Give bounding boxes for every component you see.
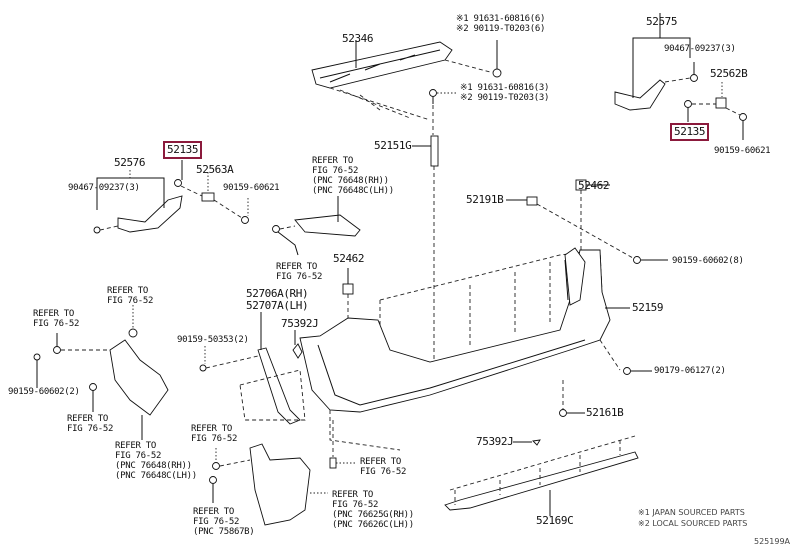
bumper-side-bracket [564,247,586,306]
refer-left-a[interactable]: REFER TO FIG 76-52 [107,286,154,306]
bumper-cover-52159 [299,249,630,451]
bracket-52575 [614,13,698,111]
part-52462-top[interactable]: 52462 [578,179,610,192]
fastener-90159-60602-2[interactable]: 90159-60602(2) [8,387,80,397]
part-75392J-bottom[interactable]: 75392J [476,435,514,448]
refer-flap-upper[interactable]: REFER TO FIG 76-52 [191,424,238,444]
part-52159[interactable]: 52159 [632,301,664,314]
fastener-90179-06127-2[interactable]: 90179-06127(2) [654,366,726,376]
part-52169C[interactable]: 52169C [536,514,574,527]
undercover-52346 [311,40,491,121]
legend-note-japan: ※1 JAPAN SOURCED PARTS [638,508,745,517]
part-75392J-mid[interactable]: 75392J [281,317,319,330]
fastener-90159-60621-left[interactable]: 90159-60621 [223,183,280,193]
clip-52562B [684,82,747,140]
part-52135-right-highlighted[interactable]: 52135 [670,123,710,141]
part-52706A-52707A[interactable]: 52706A(RH) 52707A(LH) [246,287,309,312]
bracket-center [272,196,361,256]
part-52135-left-highlighted[interactable]: 52135 [163,141,203,159]
refer-bolt-bottom[interactable]: REFER TO FIG 76-52 [360,457,407,477]
bracket-52576 [93,160,249,234]
fastener-90159-60602-8[interactable]: 90159-60602(8) [672,256,744,266]
refer-left-c[interactable]: REFER TO FIG 76-52 [67,414,114,434]
mud-flap [209,369,357,526]
refer-flap-lower[interactable]: REFER TO FIG 76-52 (PNC 75867B) [193,507,255,537]
figure-id: 525199A [754,537,791,546]
clip-52462-top [575,179,610,260]
refer-left-b[interactable]: REFER TO FIG 76-52 [33,309,80,329]
part-52462-mid[interactable]: 52462 [333,252,365,265]
clip-52161B [559,367,652,417]
part-52575[interactable]: 52575 [646,15,678,28]
step-52169C [444,435,639,516]
fastener-top-bolt-3[interactable]: ※1 91631-60816(3) ※2 90119-T0203(3) [460,83,550,103]
clip-52191B [506,196,668,264]
refer-upper-center[interactable]: REFER TO FIG 76-52 (PNC 76648(RH)) (PNC … [312,156,394,196]
legend-note-local: ※2 LOCAL SOURCED PARTS [638,519,748,528]
part-52161B[interactable]: 52161B [586,406,624,419]
bracket-52151G [412,135,439,380]
refer-left-d[interactable]: REFER TO FIG 76-52 (PNC 76648(RH)) (PNC … [115,441,197,481]
bracket-left-side [33,305,169,440]
fastener-90467-left[interactable]: 90467-09237(3) [68,183,140,193]
fastener-top-bolt-6[interactable]: ※1 91631-60816(6) ※2 90119-T0203(6) [456,14,546,34]
part-52562B[interactable]: 52562B [710,67,748,80]
fastener-90467-right[interactable]: 90467-09237(3) [664,44,736,54]
fastener-90159-50353-2[interactable]: 90159-50353(2) [177,335,249,345]
part-52576[interactable]: 52576 [114,156,146,169]
refer-flap-right[interactable]: REFER TO FIG 76-52 (PNC 76625G(RH)) (PNC… [332,490,414,530]
refer-center-small[interactable]: REFER TO FIG 76-52 [276,262,323,282]
bolt-top-6 [492,40,502,78]
bolt-top-3 [429,89,458,135]
fastener-90159-60621-right[interactable]: 90159-60621 [714,146,771,156]
part-52191B[interactable]: 52191B [466,193,504,206]
part-52151G[interactable]: 52151G [374,139,412,152]
part-52346[interactable]: 52346 [342,32,374,45]
liner-52706A [199,312,303,425]
part-52563A[interactable]: 52563A [196,163,234,176]
